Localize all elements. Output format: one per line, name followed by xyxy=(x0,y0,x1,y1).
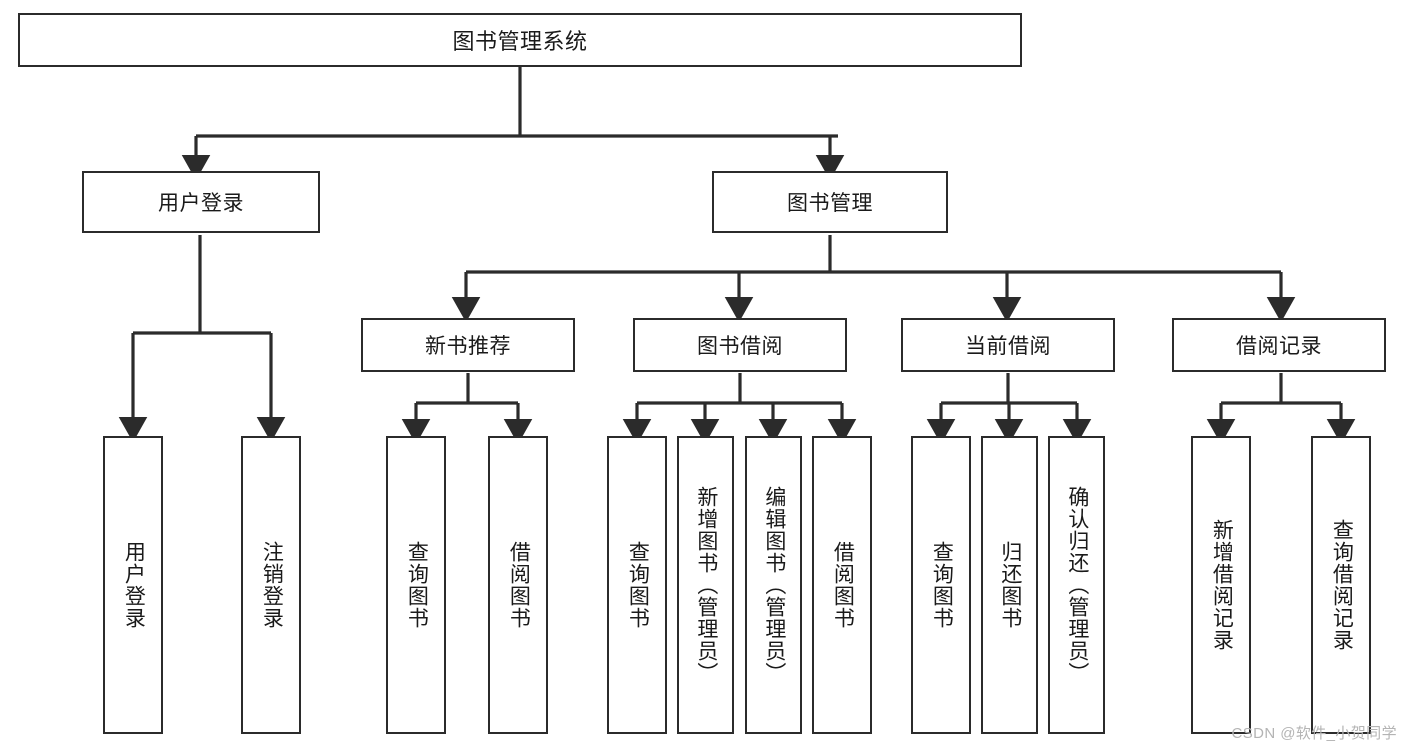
node-label: 确认归还（管理员） xyxy=(1065,486,1089,684)
node-leaf-borrow-books[interactable]: 借阅图书 xyxy=(812,436,872,734)
node-label: 查询借阅记录 xyxy=(1330,519,1354,651)
node-leaf-borrow-books-recommend[interactable]: 借阅图书 xyxy=(488,436,548,734)
node-label: 借阅记录 xyxy=(1236,335,1322,358)
node-label: 图书管理 xyxy=(787,192,873,215)
node-label: 查询图书 xyxy=(626,541,650,629)
node-label: 借阅图书 xyxy=(507,541,531,629)
node-label: 借阅图书 xyxy=(831,541,855,629)
node-leaf-add-book-admin[interactable]: 新增图书（管理员） xyxy=(677,436,734,734)
node-leaf-query-borrow-record[interactable]: 查询借阅记录 xyxy=(1311,436,1371,734)
node-label: 查询图书 xyxy=(405,541,429,629)
node-book-management[interactable]: 图书管理 xyxy=(712,171,948,233)
node-label: 用户登录 xyxy=(122,541,146,629)
node-label: 归还图书 xyxy=(998,541,1022,629)
node-label: 图书借阅 xyxy=(697,335,783,358)
node-leaf-query-books-recommend[interactable]: 查询图书 xyxy=(386,436,446,734)
node-new-book-recommendation[interactable]: 新书推荐 xyxy=(361,318,575,372)
node-label: 用户登录 xyxy=(158,192,244,215)
node-user-login[interactable]: 用户登录 xyxy=(82,171,320,233)
node-root-system[interactable]: 图书管理系统 xyxy=(18,13,1022,67)
node-borrow-records[interactable]: 借阅记录 xyxy=(1172,318,1386,372)
node-label: 新书推荐 xyxy=(425,335,511,358)
node-leaf-return-books[interactable]: 归还图书 xyxy=(981,436,1038,734)
node-label: 编辑图书（管理员） xyxy=(762,486,786,684)
node-book-borrowing[interactable]: 图书借阅 xyxy=(633,318,847,372)
node-label: 新增图书（管理员） xyxy=(694,486,718,684)
node-leaf-edit-book-admin[interactable]: 编辑图书（管理员） xyxy=(745,436,802,734)
node-leaf-query-books-borrow[interactable]: 查询图书 xyxy=(607,436,667,734)
node-label: 注销登录 xyxy=(260,541,284,629)
node-label: 新增借阅记录 xyxy=(1210,519,1234,651)
node-label: 当前借阅 xyxy=(965,335,1051,358)
node-leaf-add-borrow-record[interactable]: 新增借阅记录 xyxy=(1191,436,1251,734)
node-current-borrowing[interactable]: 当前借阅 xyxy=(901,318,1115,372)
node-leaf-user-login[interactable]: 用户登录 xyxy=(103,436,163,734)
node-leaf-confirm-return-admin[interactable]: 确认归还（管理员） xyxy=(1048,436,1105,734)
node-label: 查询图书 xyxy=(930,541,954,629)
node-leaf-logout[interactable]: 注销登录 xyxy=(241,436,301,734)
node-leaf-query-books-current[interactable]: 查询图书 xyxy=(911,436,971,734)
watermark-text: CSDN @软件_小贺同学 xyxy=(1231,725,1397,742)
node-label: 图书管理系统 xyxy=(452,29,588,54)
